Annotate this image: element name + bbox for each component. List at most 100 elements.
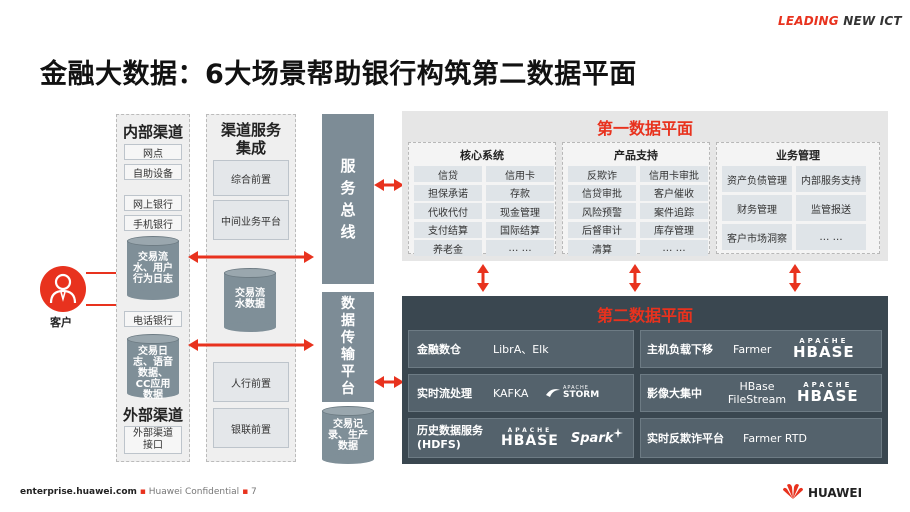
hbase-logo: APACHE HBASE [793,338,855,360]
service-unionpay-front: 银联前置 [213,408,289,448]
service-middle-platform: 中间业务平台 [213,200,289,240]
p2-stream-processing-label: 实时流处理 [417,387,472,400]
hbase-logo-3: APACHE HBASE [501,428,559,449]
p2-host-offload-value: Farmer [733,342,772,356]
channel-online-bank: 网上银行 [124,195,182,211]
channel-branch: 网点 [124,144,182,160]
plane1-cell: 担保承诺 [414,184,482,201]
plane1-cell: 库存管理 [640,221,708,238]
plane1-cell: 监管报送 [796,195,866,221]
p2-antifraud-platform: 实时反欺诈平台 Farmer RTD [640,418,882,458]
p2-image-centralization-value: HBase FileStream [727,380,787,406]
bus2-char: 数 [341,296,355,312]
bus1-char: 总 [340,201,356,219]
plane1-cell: 后督审计 [568,221,636,238]
storm-bolt-icon [546,389,560,397]
plane1-cell: 信贷 [414,166,482,182]
cylinder-flow-data-text: 交易流水数据 [235,288,265,310]
service-general-front: 综合前置 [213,160,289,196]
arrow-plane-link-1 [477,264,489,292]
arrow-left-to-bus-2 [188,339,314,351]
customer-arrow-down [86,304,116,306]
hbase-logo-2-apache: APACHE [803,381,853,389]
bus2-char: 台 [341,381,355,397]
arrow-bus-to-plane1 [374,179,404,191]
brand-leading: LEADING [778,14,839,28]
external-channel-head: 外部渠道 [122,406,183,424]
plane1-cell: … … [640,240,708,256]
p2-data-warehouse: 金融数仓 LibrA、Elk [408,330,634,368]
huawei-wordmark: HUAWEI [808,486,863,500]
spark-star-icon [613,428,624,438]
cylinder-call-data: 交易日志、语音数据、CC应用数据 [127,334,179,401]
plane1-cell: 财务管理 [722,195,792,221]
bus2-char: 平 [341,364,355,380]
plane1-cell: 养老金 [414,240,482,256]
arrow-plane-link-3 [789,264,801,292]
plane1-cell: 风险预警 [568,203,636,219]
spark-logo: Spark [570,430,614,446]
p2-history-service: 历史数据服务 (HDFS) APACHE HBASE Spark [408,418,634,458]
footer: enterprise.huawei.com ▪ Huawei Confident… [20,487,257,497]
bus2-char: 据 [341,313,355,329]
p2-antifraud-platform-value: Farmer RTD [743,431,807,445]
p2-data-warehouse-value: LibrA、Elk [493,343,549,356]
p2-history-service-label: 历史数据服务 (HDFS) [417,424,483,451]
footer-confidential: Huawei Confidential [148,487,240,497]
cylinder-call-data-text: 交易日志、语音数据、CC应用数据 [133,346,173,401]
hbase-logo-2: APACHE HBASE [797,382,859,404]
brand-tagline: LEADING NEW ICT [778,14,902,28]
plane1-cell: … … [486,240,554,256]
channel-self-service: 自助设备 [124,164,182,180]
data-transfer-platform: 数 据 传 输 平 台 [322,292,374,402]
internal-channel-head: 内部渠道 [122,123,183,141]
plane1-cell: … … [796,224,866,250]
hbase-logo-text: HBASE [793,343,855,361]
p2-image-centralization: 影像大集中 HBase FileStream APACHE HBASE [640,374,882,412]
p2-stream-processing: 实时流处理 KAFKA APACHE STORM [408,374,634,412]
service-integration-head: 渠道服务集成 [220,121,281,157]
arrow-left-to-bus-1 [188,251,314,263]
hbase-logo-apache: APACHE [799,337,849,345]
storm-logo: APACHE STORM [545,386,599,400]
service-bus: 服 务 总 线 [322,114,374,284]
plane1-cell: 客户市场洞察 [722,224,792,250]
customer-label: 客户 [50,316,72,329]
plane1-cell: 客户催收 [640,184,708,201]
plane1-cell: 信用卡审批 [640,166,708,182]
footer-page: 7 [251,487,257,497]
bus2-char: 传 [341,330,355,346]
huawei-logo-icon [782,482,804,504]
cylinder-production-data: 交易记录、生产数据 [322,406,374,464]
plane1-cell: 信贷审批 [568,184,636,201]
plane1-cell: 现金管理 [486,203,554,219]
plane1-cell: 国际结算 [486,221,554,238]
first-data-plane-title: 第一数据平面 [596,119,693,138]
plane1-cell: 案件追踪 [640,203,708,219]
p2-antifraud-platform-label: 实时反欺诈平台 [647,432,724,445]
second-data-plane-title: 第二数据平面 [596,306,693,325]
plane1-cell: 存款 [486,184,554,201]
p2-host-offload-label: 主机负载下移 [647,343,713,356]
arrow-bus-to-plane2 [374,376,404,388]
cylinder-flow-data: 交易流水数据 [224,268,276,332]
storm-logo-apache: APACHE [563,385,589,391]
plane1-cell: 代收代付 [414,203,482,219]
plane1-cell: 支付结算 [414,221,482,238]
footer-site: enterprise.huawei.com [20,487,137,497]
group-business-mgmt-head: 业务管理 [776,149,820,162]
hbase-logo-3-text: HBASE [501,433,559,449]
service-pboc-front: 人行前置 [213,362,289,402]
p2-host-offload: 主机负载下移 Farmer APACHE HBASE [640,330,882,368]
storm-logo-text: STORM [563,390,600,400]
customer-arrow-up [86,272,116,274]
external-channel-interface: 外部渠道接口 [124,426,182,454]
channel-mobile-bank: 手机银行 [124,215,182,231]
bus1-char: 线 [340,223,356,241]
arrow-plane-link-2 [629,264,641,292]
bus1-char: 务 [340,179,356,197]
plane1-cell: 内部服务支持 [796,166,866,192]
cylinder-production-data-text: 交易记录、生产数据 [328,419,368,452]
p2-data-warehouse-label: 金融数仓 [417,343,461,356]
cylinder-transaction-log-text: 交易流水、用户行为日志 [133,252,173,285]
